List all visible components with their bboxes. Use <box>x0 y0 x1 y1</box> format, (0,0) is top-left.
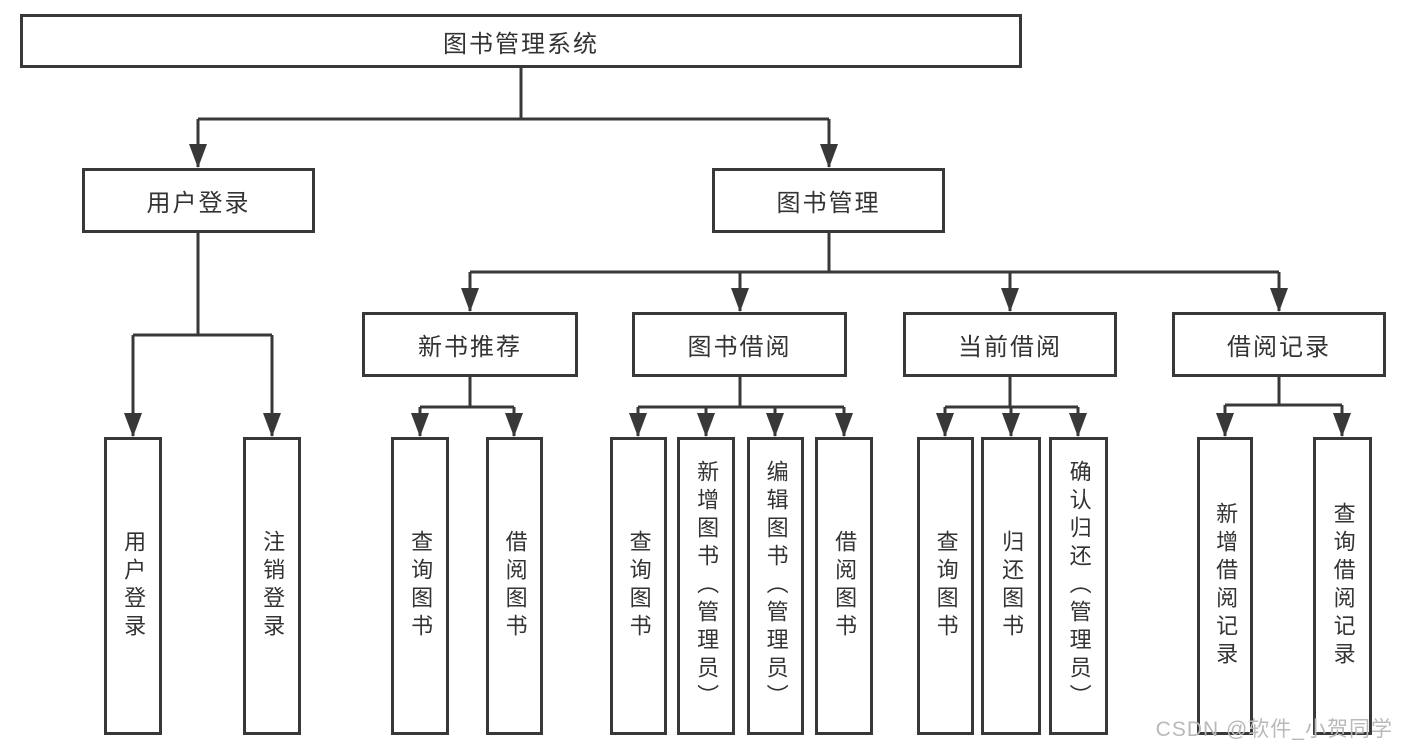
leaf-query-book-1-label: 查询图书 <box>408 530 434 642</box>
node-user-login: 用户登录 <box>82 168 315 233</box>
leaf-logout: 注销登录 <box>243 437 301 735</box>
leaf-borrow-book-2: 借阅图书 <box>815 437 873 735</box>
leaf-user-login-label: 用户登录 <box>121 530 147 642</box>
leaf-borrow-book-1-label: 借阅图书 <box>502 530 528 642</box>
leaf-query-borrow-record: 查询借阅记录 <box>1313 437 1372 735</box>
node-book-borrow-label: 图书借阅 <box>687 334 792 361</box>
node-root-system: 图书管理系统 <box>20 14 1022 68</box>
leaf-add-borrow-record: 新增借阅记录 <box>1197 437 1253 735</box>
node-borrow-record: 借阅记录 <box>1172 312 1386 377</box>
leaf-edit-book-admin: 编辑图书（管理员） <box>747 437 804 735</box>
leaf-add-book-admin-label: 新增图书（管理员） <box>694 460 720 712</box>
leaf-return-book: 归还图书 <box>981 437 1041 735</box>
node-book-management-label: 图书管理 <box>776 190 881 217</box>
node-root-label: 图书管理系统 <box>443 30 599 58</box>
leaf-query-book-3: 查询图书 <box>917 437 974 735</box>
leaf-logout-label: 注销登录 <box>260 530 286 642</box>
leaf-add-book-admin: 新增图书（管理员） <box>677 437 735 735</box>
leaf-user-login: 用户登录 <box>104 437 162 735</box>
leaf-query-book-2-label: 查询图书 <box>626 530 652 642</box>
leaf-query-book-3-label: 查询图书 <box>933 530 959 642</box>
leaf-query-book-2: 查询图书 <box>610 437 667 735</box>
leaf-query-book-1: 查询图书 <box>391 437 449 735</box>
node-user-login-label: 用户登录 <box>146 190 251 217</box>
node-book-borrow: 图书借阅 <box>632 312 847 377</box>
leaf-return-book-label: 归还图书 <box>999 530 1025 642</box>
node-current-borrow-label: 当前借阅 <box>958 334 1062 361</box>
csdn-watermark: CSDN @软件_小贺同学 <box>1155 718 1393 741</box>
arrowhead-icons <box>124 144 1351 437</box>
node-book-management: 图书管理 <box>712 168 945 233</box>
leaf-borrow-book-1: 借阅图书 <box>486 437 543 735</box>
leaf-query-borrow-record-label: 查询借阅记录 <box>1330 502 1356 670</box>
node-borrow-record-label: 借阅记录 <box>1227 334 1331 361</box>
leaf-add-borrow-record-label: 新增借阅记录 <box>1213 502 1239 670</box>
leaf-borrow-book-2-label: 借阅图书 <box>832 530 858 642</box>
node-new-book-recommend-label: 新书推荐 <box>418 334 522 361</box>
node-current-borrow: 当前借阅 <box>903 312 1117 377</box>
leaf-confirm-return-admin-label: 确认归还（管理员） <box>1066 460 1092 712</box>
node-new-book-recommend: 新书推荐 <box>362 312 578 377</box>
leaf-confirm-return-admin: 确认归还（管理员） <box>1049 437 1108 735</box>
leaf-edit-book-admin-label: 编辑图书（管理员） <box>763 460 789 712</box>
